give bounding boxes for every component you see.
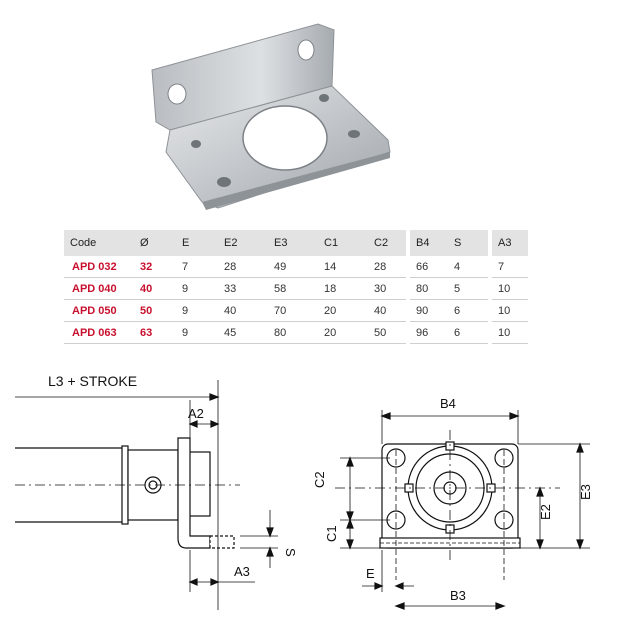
cell-b4: 66 [410, 256, 448, 278]
cell-code: APD 050 [64, 299, 134, 322]
table-row: APD 032 32 7 28 49 14 28 66 4 7 [64, 256, 528, 278]
cell-b4: 96 [410, 321, 448, 344]
cell-c2: 40 [368, 299, 406, 322]
label-e3: E3 [578, 484, 593, 500]
cell-diameter: 40 [134, 277, 176, 300]
spec-table: Code Ø E E2 E3 C1 C2 B4 S A3 APD 032 32 … [64, 230, 528, 344]
cell-diameter: 32 [134, 256, 176, 278]
cell-a3: 10 [492, 321, 528, 344]
cell-c2: 30 [368, 277, 406, 300]
label-a2: A2 [188, 406, 204, 421]
cell-c1: 20 [318, 321, 368, 344]
cell-code: APD 032 [64, 256, 134, 278]
cell-e: 9 [176, 299, 218, 322]
col-header-s: S [448, 230, 488, 256]
label-b3: B3 [450, 588, 466, 603]
mount-hole [297, 39, 315, 61]
cell-c1: 20 [318, 299, 368, 322]
cell-b4: 80 [410, 277, 448, 300]
label-c2: C2 [312, 471, 327, 488]
cell-b4: 90 [410, 299, 448, 322]
cell-s: 4 [448, 256, 488, 278]
mount-hole [319, 94, 329, 102]
center-bore [242, 105, 328, 171]
cell-e3: 49 [268, 256, 318, 278]
technical-drawing: L3 + STROKE A2 A3 S B4 B3 E C2 C1 E2 E3 [15, 373, 593, 610]
table-row: APD 050 50 9 40 70 20 40 90 6 10 [64, 299, 528, 322]
mount-hole [217, 177, 231, 187]
cell-e2: 45 [218, 321, 268, 344]
label-b4: B4 [440, 396, 456, 411]
cell-a3: 10 [492, 277, 528, 300]
cell-e3: 58 [268, 277, 318, 300]
label-l3-stroke: L3 + STROKE [48, 373, 137, 389]
cell-c2: 28 [368, 256, 406, 278]
cell-e2: 33 [218, 277, 268, 300]
table-row: APD 063 63 9 45 80 20 50 96 6 10 [64, 321, 528, 344]
mount-hole [167, 83, 187, 105]
label-e: E [366, 566, 375, 581]
col-header-e: E [176, 230, 218, 256]
cell-a3: 10 [492, 299, 528, 322]
col-header-c1: C1 [318, 230, 368, 256]
cell-c1: 14 [318, 256, 368, 278]
label-e2: E2 [538, 504, 553, 520]
table-header-row: Code Ø E E2 E3 C1 C2 B4 S A3 [64, 230, 528, 256]
cell-diameter: 63 [134, 321, 176, 344]
cell-s: 5 [448, 277, 488, 300]
mount-hole [348, 130, 360, 138]
label-s: S [283, 548, 298, 557]
cell-c1: 18 [318, 277, 368, 300]
cell-e2: 40 [218, 299, 268, 322]
cell-s: 6 [448, 321, 488, 344]
cell-e3: 70 [268, 299, 318, 322]
col-header-code: Code [64, 230, 134, 256]
cell-e: 7 [176, 256, 218, 278]
cell-diameter: 50 [134, 299, 176, 322]
label-c1: C1 [324, 525, 339, 542]
col-header-e3: E3 [268, 230, 318, 256]
table-row: APD 040 40 9 33 58 18 30 80 5 10 [64, 277, 528, 300]
label-a3: A3 [234, 564, 250, 579]
cell-e3: 80 [268, 321, 318, 344]
cell-code: APD 040 [64, 277, 134, 300]
col-header-e2: E2 [218, 230, 268, 256]
cell-e: 9 [176, 321, 218, 344]
col-header-a3: A3 [492, 230, 528, 256]
bracket-photo [151, 23, 391, 210]
mount-hole [191, 140, 201, 148]
col-header-b4: B4 [410, 230, 448, 256]
cell-code: APD 063 [64, 321, 134, 344]
cell-a3: 7 [492, 256, 528, 278]
col-header-c2: C2 [368, 230, 406, 256]
col-header-diameter: Ø [134, 230, 176, 256]
cell-s: 6 [448, 299, 488, 322]
cell-e2: 28 [218, 256, 268, 278]
cell-e: 9 [176, 277, 218, 300]
cell-c2: 50 [368, 321, 406, 344]
